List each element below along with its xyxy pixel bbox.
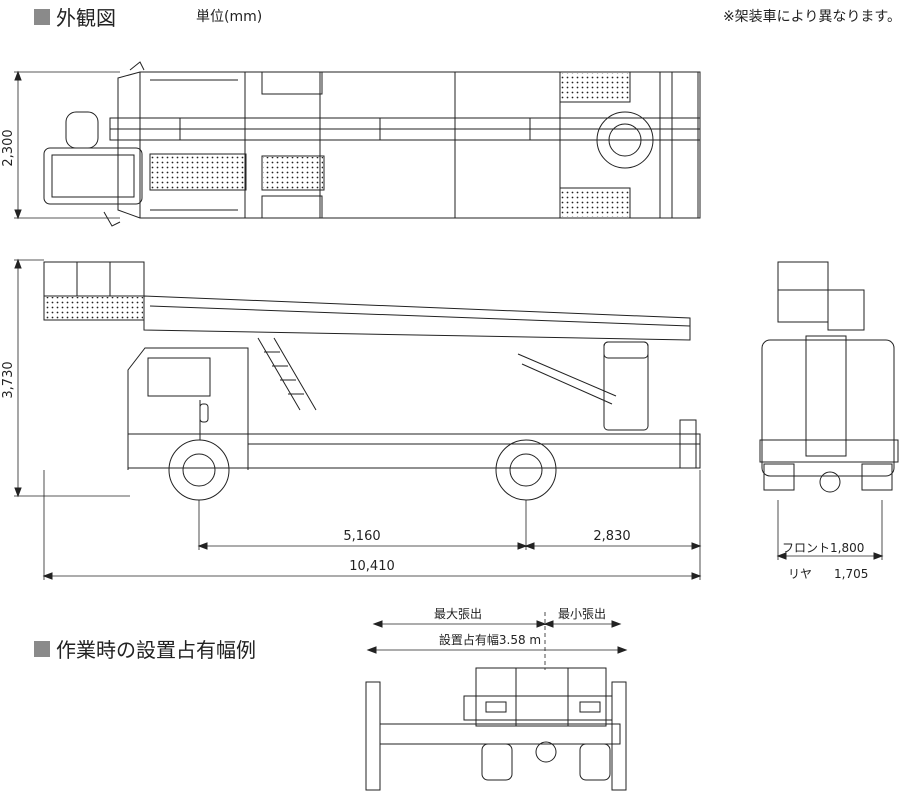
work-title: 作業時の設置占有幅例	[56, 638, 256, 662]
front-tread-dimension: フロント1,800	[782, 541, 864, 555]
min-extension-label: 最小張出	[558, 607, 606, 621]
max-extension-label: 最大張出	[434, 607, 482, 621]
rear-overhang-dimension: 2,830	[593, 529, 630, 544]
occupied-width-label: 設置占有幅3.58 m	[439, 632, 541, 647]
top-view-truck	[43, 61, 701, 227]
side-view-truck	[43, 261, 701, 501]
square-bullet-icon	[34, 8, 50, 25]
note-text: ※架装車により異なります。	[722, 9, 901, 25]
work-view-truck	[365, 667, 627, 791]
rear-tread-dimension: 1,705	[834, 567, 868, 581]
wheelbase-dimension: 5,160	[343, 529, 380, 544]
unit-label: 単位(mm)	[196, 9, 263, 25]
width-dimension: 2,300	[1, 129, 16, 166]
exterior-title: 外観図	[56, 6, 116, 30]
rear-tread-label: リヤ	[788, 567, 812, 581]
total-length-dimension: 10,410	[349, 559, 395, 574]
exterior-header: 外観図	[34, 2, 116, 31]
square-bullet-icon	[34, 640, 50, 657]
height-dimension: 3,730	[1, 361, 16, 398]
rear-view-truck	[759, 261, 899, 493]
work-header: 作業時の設置占有幅例	[34, 634, 256, 663]
